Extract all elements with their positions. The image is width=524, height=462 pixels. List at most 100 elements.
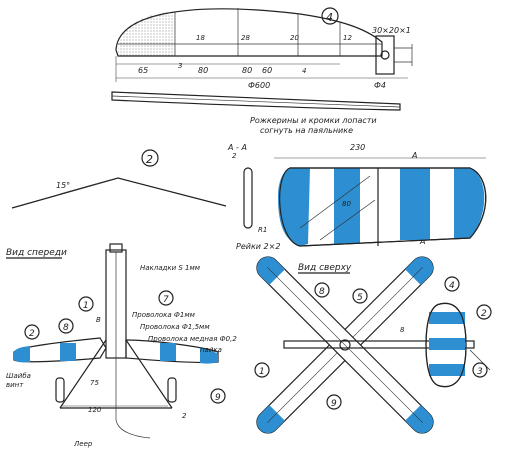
- top-callout-1-circle: [254, 362, 270, 378]
- dihedral-wing: [11, 177, 227, 209]
- top-fuselage: [283, 340, 475, 349]
- front-callout-9-circle: [210, 388, 226, 404]
- top-dim-8: 8: [400, 326, 405, 334]
- front-label-lever: Леер: [73, 440, 93, 448]
- blade-side-profile: [111, 91, 401, 111]
- top-view: Вид сверху 8 1: [254, 256, 492, 434]
- tail-blue-band-3: [400, 168, 430, 240]
- front-callout-8-circle: [58, 318, 74, 334]
- callout-2-circle: [141, 149, 159, 167]
- rotor-blade-b: [256, 256, 434, 434]
- top-callout-4-circle: [444, 276, 460, 292]
- rotor-blades: [256, 256, 434, 434]
- callout-4-circle: [321, 7, 339, 25]
- top-stab-band-3: [429, 364, 465, 376]
- top-hub: [339, 339, 351, 351]
- hub-hole: [380, 50, 390, 60]
- front-callout-8: 8: [63, 323, 69, 333]
- front-label-wire02b: пайка: [200, 346, 222, 354]
- dim-28: 28: [241, 34, 250, 42]
- front-label-washer2: винт: [6, 381, 24, 389]
- top-callout-5-circle: [352, 288, 368, 304]
- tail-dim-230: 230: [350, 143, 365, 152]
- blade-side-mid: [111, 95, 401, 108]
- dim-12: 12: [343, 34, 352, 42]
- tail-blue-band-1: [278, 168, 310, 246]
- front-label-wire02a: Проволока медная Ф0,2: [148, 335, 237, 343]
- front-wheel-right: [167, 377, 177, 403]
- blade-profile-view: 4 30×20×1 65 3 80 80 60 4 Ф600 Ф4 18 28 …: [111, 7, 413, 135]
- front-label-strips: Накладки S 1мм: [140, 264, 201, 272]
- tail-blue-band-2: [334, 168, 360, 244]
- tail-dim-A2: A: [419, 237, 425, 246]
- note-line2: согнуть на паяльнике: [260, 126, 353, 135]
- dihedral-ref: [59, 179, 111, 195]
- tail-dim-R1: R1: [258, 226, 267, 234]
- top-callout-3-circle: [472, 362, 488, 378]
- tail-slat-1: [299, 175, 371, 229]
- front-callout-1: 1: [83, 301, 89, 311]
- front-dim-2: 2: [182, 412, 187, 420]
- dim-phi4: Ф4: [374, 81, 386, 90]
- dihedral-callout: 2: [146, 153, 153, 166]
- top-callout-9-circle: [326, 394, 342, 410]
- front-callout-7-circle: [158, 290, 174, 306]
- dim-18: 18: [196, 34, 205, 42]
- dim-65: 65: [138, 66, 148, 75]
- dim-20: 20: [290, 34, 299, 42]
- dim-80b: 80: [242, 66, 252, 75]
- dihedral-view: 2 15°: [11, 149, 227, 209]
- callout-4: 4: [326, 11, 333, 24]
- front-left-tip-blue: [14, 346, 30, 363]
- dihedral-angle: 15°: [56, 181, 70, 190]
- hub-plate: [375, 35, 395, 75]
- front-dim-120: 120: [88, 406, 102, 414]
- front-callout-7: 7: [163, 295, 169, 305]
- front-right-band: [160, 343, 176, 361]
- top-callout-3: 3: [477, 367, 483, 377]
- front-right-tip-blue: [200, 348, 218, 364]
- section-dim-2: 2: [232, 152, 237, 160]
- tail-outline: [279, 167, 487, 247]
- top-callout-2-circle: [476, 304, 492, 320]
- top-callout-5: 5: [357, 293, 363, 303]
- front-dim-75: 75: [90, 379, 99, 387]
- front-callout-9: 9: [215, 393, 221, 403]
- front-wheel-left: [55, 377, 65, 403]
- front-mast-cap: [109, 243, 123, 253]
- top-stab-band-1: [429, 312, 465, 324]
- dim-80: 80: [198, 66, 208, 75]
- front-lever-line: [115, 358, 151, 439]
- dim-3: 3: [178, 62, 182, 70]
- front-callout-2: 2: [29, 329, 35, 339]
- dim-4: 4: [302, 67, 306, 75]
- tail-slat-2: [319, 199, 376, 241]
- front-callout-1-circle: [78, 296, 94, 312]
- front-label-wire1: Проволока Ф1мм: [132, 311, 196, 319]
- spar-note: 30×20×1: [372, 26, 411, 35]
- front-view: Вид спереди Накладки S 1мм Проволока Ф1м…: [6, 243, 237, 448]
- tail-dim-A: A: [411, 151, 417, 160]
- tail-blue-band-4: [454, 168, 485, 239]
- front-view-title: Вид спереди: [6, 248, 67, 258]
- top-view-title: Вид сверху: [298, 263, 352, 273]
- note-line1: Рожкерины и кромки лопасти: [250, 116, 377, 125]
- tail-slats-label: Рейки 2×2: [236, 242, 280, 251]
- front-label-washer1: Шайба: [6, 372, 31, 380]
- front-label-wire15: Проволока Ф1,5мм: [140, 323, 210, 331]
- top-callout-8-circle: [314, 282, 330, 298]
- section-label: A - A: [227, 143, 247, 152]
- blade-dotted-root: [118, 12, 175, 56]
- front-left-band: [60, 343, 76, 361]
- top-callout-8: 8: [319, 287, 325, 297]
- tail-plan-view: A - A 2 230 A A 80 R1 Рейки 2×2: [227, 143, 487, 251]
- top-stab-band-2: [429, 338, 465, 350]
- front-callout-2-circle: [24, 324, 40, 340]
- top-callout-4: 4: [449, 281, 455, 291]
- top-stab-outline: [425, 302, 467, 388]
- top-callout-9: 9: [331, 399, 337, 409]
- tail-dim-80: 80: [342, 200, 351, 208]
- dim-60: 60: [262, 66, 272, 75]
